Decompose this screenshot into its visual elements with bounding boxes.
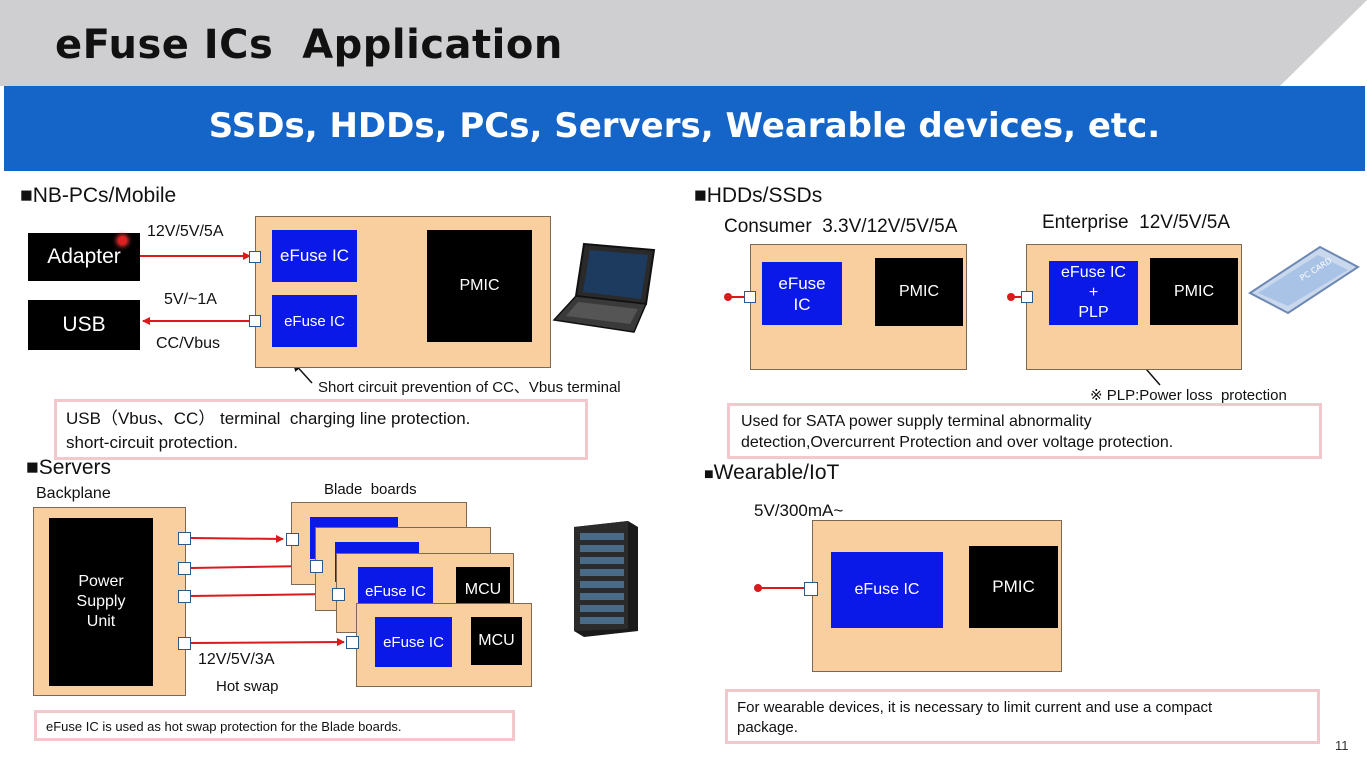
pmic-block: PMIC [427,230,532,342]
pmic-block: PMIC [969,546,1058,628]
banner-text: SSDs, HDDs, PCs, Servers, Wearable devic… [208,106,1161,146]
adapter-led-icon [118,236,127,245]
efuse-ic-label: eFuse IC [854,581,920,598]
efuse-ic-block: eFuse IC [272,295,357,347]
nbpc-output-spec: 5V/~1A [164,291,217,308]
terminal-icon [744,291,756,303]
pmic-label: PMIC [992,577,1035,596]
bullet-square-icon: ■ [26,456,39,479]
nbpc-heading: NB-PCs/Mobile [32,184,177,207]
server-rack-icon [574,521,638,637]
terminal-icon [286,533,299,546]
power-supply-unit: Power Supply Unit [49,518,153,686]
efuse-plp-label: eFuse IC [1061,264,1126,281]
mcu-label: MCU [464,580,502,598]
efuse-plp-block: eFuse IC + PLP [1049,261,1138,325]
laptop-icon [552,242,656,333]
hdd-heading: HDDs/SSDs [706,184,823,207]
terminal-icon [310,560,323,573]
section-heading-nbpc: ■NB-PCs/Mobile [20,184,176,208]
efuse-ic-label: eFuse IC [383,633,444,651]
terminal-icon [332,588,345,601]
section-heading-hdd: ■HDDs/SSDs [694,184,822,208]
efuse-ic-block: eFuse IC [831,552,943,628]
servers-heading: Servers [38,456,112,479]
mcu-block: MCU [471,617,522,665]
terminal-icon [178,590,191,603]
wearable-spec: 5V/300mA~ [754,501,844,520]
efuse-ic-label: eFuse IC [280,246,349,265]
mcu-label: MCU [478,632,515,649]
bullet-square-icon: ■ [20,184,33,207]
efuse-ic-label: eFuse IC [284,312,345,330]
hdd-note: Used for SATA power supply terminal abno… [727,403,1322,459]
blade-boards-label: Blade boards [324,481,417,498]
servers-note: eFuse IC is used as hot swap protection … [34,710,515,741]
slide-title: eFuse ICs Application [55,22,563,68]
wearable-note: For wearable devices, it is necessary to… [725,689,1320,744]
cc-vbus-callout: Short circuit prevention of CC、Vbus term… [318,379,621,396]
wearable-note-line: For wearable devices, it is necessary to… [737,699,1213,716]
terminal-icon [1021,291,1033,303]
pmic-label: PMIC [899,283,939,300]
plp-note: ※ PLP:Power loss protection [1090,387,1287,404]
terminal-icon [178,532,191,545]
nbpc-note: USB（Vbus、CC） terminal charging line prot… [54,399,588,460]
pmic-block: PMIC [1150,258,1238,325]
hot-swap-label: Hot swap [216,678,279,695]
backplane-label: Backplane [36,485,111,502]
bullet-square-icon: ■ [694,184,707,207]
psu-label: Power [78,573,124,590]
section-heading-wearable: ■Wearable/IoT [704,461,839,485]
efuse-ic-label: eFuse IC [365,582,426,600]
enterprise-label: Enterprise 12V/5V/5A [1042,212,1230,233]
banner [4,86,1365,171]
usb-label: USB [62,313,106,336]
nbpc-note-line: short-circuit protection. [66,433,238,452]
terminal-icon [249,315,261,327]
hdd-note-line: detection,Overcurrent Protection and ove… [741,434,1174,451]
efuse-ic-block: eFuse IC [375,617,452,667]
pmic-label: PMIC [1174,282,1214,300]
adapter-block: Adapter [28,233,140,281]
hdd-note-line: Used for SATA power supply terminal abno… [741,413,1092,430]
efuse-ic-label: IC [793,294,811,314]
pmic-block: PMIC [875,258,963,326]
wearable-note-line: package. [737,719,798,736]
efuse-plp-label: + [1088,284,1099,301]
terminal-icon [178,637,191,650]
efuse-ic-block: eFuse IC [762,262,842,325]
page-number: 11 [1335,738,1349,753]
title-bar [0,0,1367,86]
consumer-label: Consumer 3.3V/12V/5V/5A [724,216,958,237]
ccvbus-label: CC/Vbus [156,335,221,352]
pmic-label: PMIC [459,277,500,294]
efuse-plp-label: PLP [1078,304,1109,321]
servers-spec: 12V/5V/3A [198,651,275,668]
pc-card-icon: PC CARD [1248,245,1360,315]
bullet-square-icon: ■ [704,466,714,483]
terminal-icon [804,582,818,596]
nbpc-input-spec: 12V/5V/5A [147,223,224,240]
terminal-icon [178,562,191,575]
terminal-icon [249,251,261,263]
corner-decoration [1280,0,1367,86]
adapter-label: Adapter [47,245,121,268]
psu-label: Supply [76,593,126,610]
usb-block: USB [28,300,140,350]
psu-label: Unit [86,613,116,630]
efuse-ic-label: eFuse [778,273,826,293]
terminal-icon [346,636,359,649]
nbpc-note-line: USB（Vbus、CC） terminal charging line prot… [66,409,471,428]
wearable-heading: Wearable/IoT [713,461,840,484]
section-heading-servers: ■Servers [26,456,111,480]
efuse-ic-block: eFuse IC [272,230,357,282]
